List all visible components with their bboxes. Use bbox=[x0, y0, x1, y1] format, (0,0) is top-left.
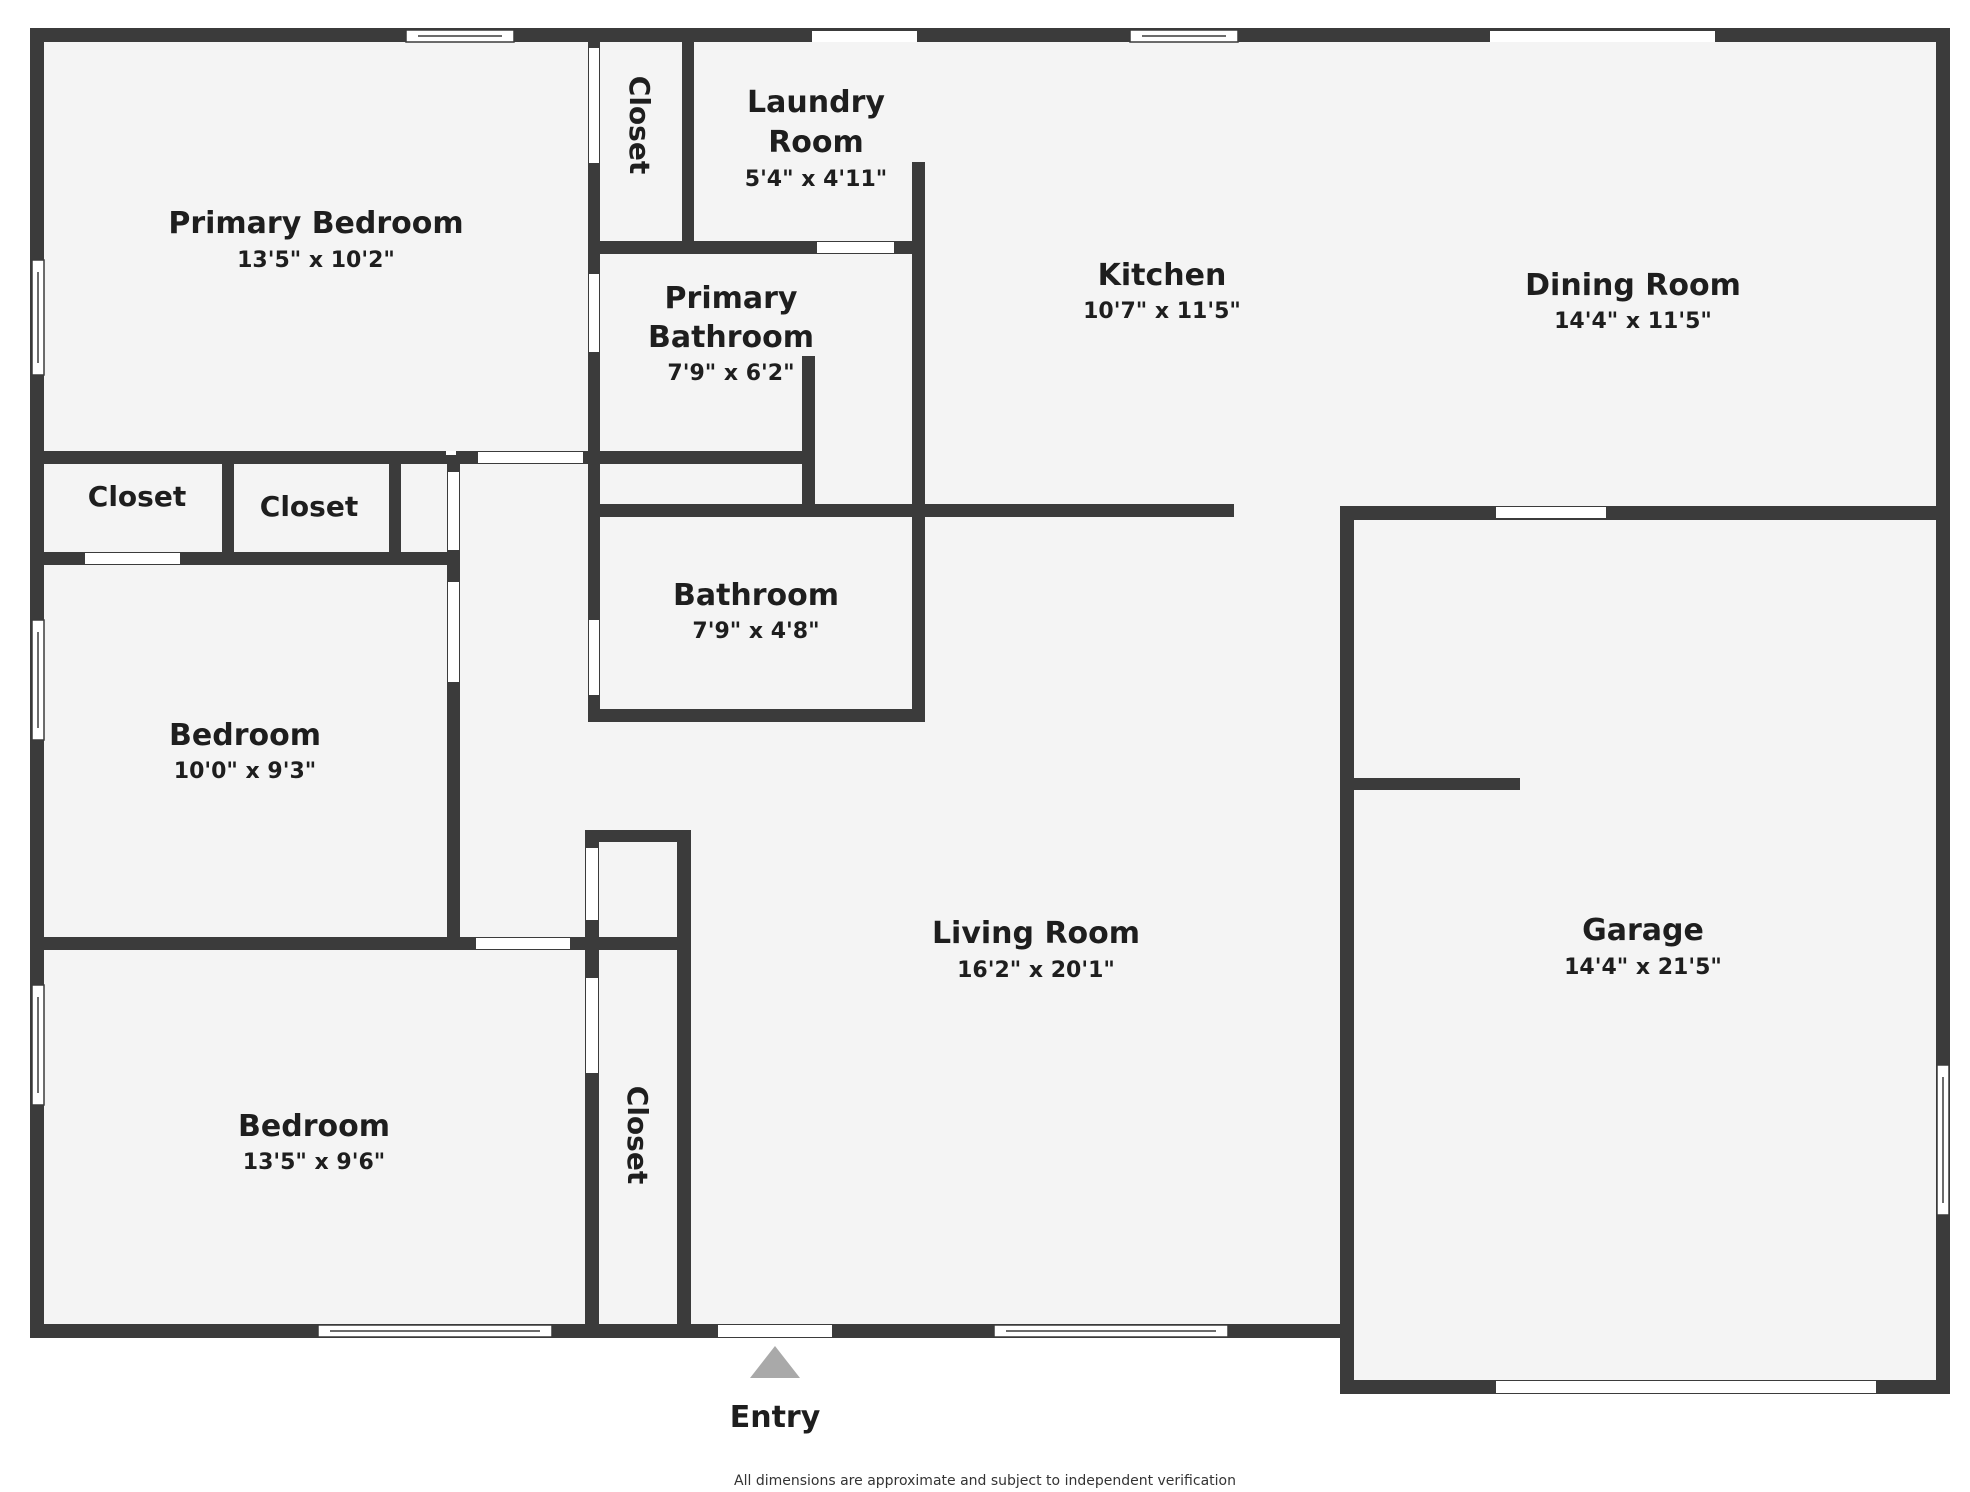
room-bathroom: Bathroom 7'9" x 4'8" bbox=[673, 578, 839, 644]
wall-bath-bottom bbox=[588, 709, 925, 722]
wall-primary-bath-inner bbox=[594, 451, 814, 464]
wall-bath-right bbox=[912, 510, 925, 722]
room-name: Kitchen bbox=[1098, 258, 1227, 293]
room-bedroom-2: Bedroom 13'5" x 9'6" bbox=[238, 1109, 390, 1175]
room-dimensions: 5'4" x 4'11" bbox=[745, 167, 887, 192]
wall-closet-bottom-mid bbox=[585, 937, 691, 950]
room-closet-bottom-name: Closet bbox=[621, 1086, 654, 1184]
room-name-line-1: Primary bbox=[665, 281, 798, 316]
wall-closet-bottom-right bbox=[677, 830, 691, 1338]
room-dimensions: 14'4" x 21'5" bbox=[1564, 955, 1722, 980]
room-kitchen: Kitchen 10'7" x 11'5" bbox=[1083, 258, 1241, 324]
room-closet-top-name: Closet bbox=[623, 76, 656, 174]
room-dimensions: 7'9" x 6'2" bbox=[667, 361, 794, 386]
disclaimer-note: All dimensions are approximate and subje… bbox=[734, 1473, 1236, 1489]
room-name-line-2: Bathroom bbox=[648, 320, 814, 355]
wall-primary-bath-stub bbox=[802, 356, 815, 516]
wall-laundry-right bbox=[912, 162, 925, 510]
room-dimensions: 7'9" x 4'8" bbox=[692, 619, 819, 644]
room-primary-bathroom: Primary Bathroom 7'9" x 6'2" bbox=[648, 281, 814, 386]
wall-primary-bedroom-bottom bbox=[30, 451, 610, 464]
room-name-line-1: Laundry bbox=[747, 85, 885, 120]
wall-closet-bottom-top bbox=[585, 830, 691, 842]
room-closet-mid-name: Closet bbox=[260, 490, 358, 523]
room-garage: Garage 14'4" x 21'5" bbox=[1564, 913, 1722, 980]
wall-closet-top-right bbox=[682, 40, 694, 248]
wall-garage-top bbox=[1340, 506, 1950, 520]
room-laundry: Laundry Room 5'4" x 4'11" bbox=[745, 85, 887, 192]
room-name: Bedroom bbox=[169, 718, 321, 753]
room-name: Dining Room bbox=[1525, 268, 1741, 303]
room-dimensions: 13'5" x 9'6" bbox=[243, 1150, 385, 1175]
wall-closet-bottom-left bbox=[585, 830, 599, 1338]
wall-primary-bedroom-right bbox=[588, 40, 600, 720]
room-dimensions: 10'0" x 9'3" bbox=[174, 759, 316, 784]
doorways bbox=[85, 31, 1876, 1393]
wall-closet-divider-2 bbox=[389, 451, 401, 565]
room-bedroom-1: Bedroom 10'0" x 9'3" bbox=[169, 718, 321, 784]
room-name: Primary Bedroom bbox=[168, 206, 463, 241]
windows bbox=[31, 29, 1950, 1338]
room-name: Bedroom bbox=[238, 1109, 390, 1144]
wall-garage-right bbox=[1936, 506, 1950, 1394]
room-name-line-2: Room bbox=[768, 125, 864, 160]
wall-garage-stub bbox=[1354, 778, 1520, 790]
wall-garage-left bbox=[1340, 506, 1354, 1394]
room-living: Living Room 16'2" x 20'1" bbox=[932, 916, 1140, 983]
entry-label: Entry bbox=[730, 1400, 821, 1435]
wall-exterior-right-upper bbox=[1936, 28, 1950, 520]
room-name: Garage bbox=[1582, 913, 1704, 948]
floor-areas bbox=[38, 38, 1948, 1387]
entry-marker: Entry bbox=[730, 1346, 821, 1435]
room-dimensions: 13'5" x 10'2" bbox=[237, 248, 395, 273]
wall-closet-divider-1 bbox=[222, 451, 234, 565]
room-dimensions: 14'4" x 11'5" bbox=[1554, 309, 1712, 334]
room-closet-left-name: Closet bbox=[88, 480, 186, 513]
room-dimensions: 10'7" x 11'5" bbox=[1083, 299, 1241, 324]
room-dimensions: 16'2" x 20'1" bbox=[957, 958, 1115, 983]
room-primary-bedroom: Primary Bedroom 13'5" x 10'2" bbox=[168, 206, 463, 273]
room-name: Living Room bbox=[932, 916, 1140, 951]
room-dining: Dining Room 14'4" x 11'5" bbox=[1525, 268, 1741, 334]
triangle-up-icon bbox=[750, 1346, 800, 1378]
room-name: Bathroom bbox=[673, 578, 839, 613]
